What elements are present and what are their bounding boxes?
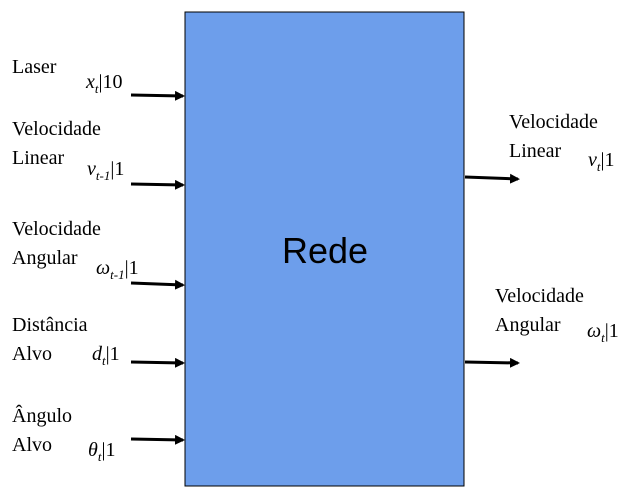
- input-variable: dt|1: [92, 343, 120, 368]
- input-arrow: [130, 179, 185, 190]
- input-target-distance: Distância Alvo dt|1: [12, 314, 185, 368]
- input-label-line2: Alvo: [12, 343, 52, 365]
- input-label-line2: Linear: [12, 147, 65, 169]
- input-arrow: [130, 90, 185, 101]
- network-label: Rede: [282, 230, 368, 271]
- input-label-line1: Ângulo: [12, 404, 72, 427]
- output-label-line2: Angular: [495, 314, 561, 336]
- input-label-line1: Velocidade: [12, 118, 101, 140]
- input-laser: Laser xt|10: [12, 56, 185, 101]
- output-label-line1: Velocidade: [509, 111, 598, 133]
- input-arrow: [130, 357, 185, 368]
- output-variable: ωt|1: [587, 320, 619, 345]
- output-linear-velocity: Velocidade Linear vt|1: [464, 111, 615, 184]
- input-label-line2: Alvo: [12, 434, 52, 456]
- input-arrow: [130, 279, 185, 290]
- input-arrow: [130, 434, 185, 445]
- input-label-line1: Velocidade: [12, 218, 101, 240]
- input-target-angle: Ângulo Alvo θt|1: [12, 404, 185, 464]
- input-angular-velocity: Velocidade Angular ωt-1|1: [12, 218, 185, 290]
- input-label-line1: Laser: [12, 56, 57, 78]
- input-label-line1: Distância: [12, 314, 88, 336]
- output-arrow: [464, 357, 520, 368]
- input-variable: θt|1: [88, 439, 115, 464]
- output-label-line1: Velocidade: [495, 285, 584, 307]
- output-angular-velocity: Velocidade Angular ωt|1: [464, 285, 619, 368]
- input-variable: xt|10: [85, 71, 123, 96]
- input-linear-velocity: Velocidade Linear vt-1|1: [12, 118, 185, 190]
- output-variable: vt|1: [588, 149, 615, 174]
- input-variable: vt-1|1: [87, 158, 124, 183]
- network-box: [184, 11, 465, 487]
- input-label-line2: Angular: [12, 247, 78, 269]
- input-variable: ωt-1|1: [96, 257, 139, 282]
- output-label-line2: Linear: [509, 140, 562, 162]
- output-arrow: [464, 173, 520, 184]
